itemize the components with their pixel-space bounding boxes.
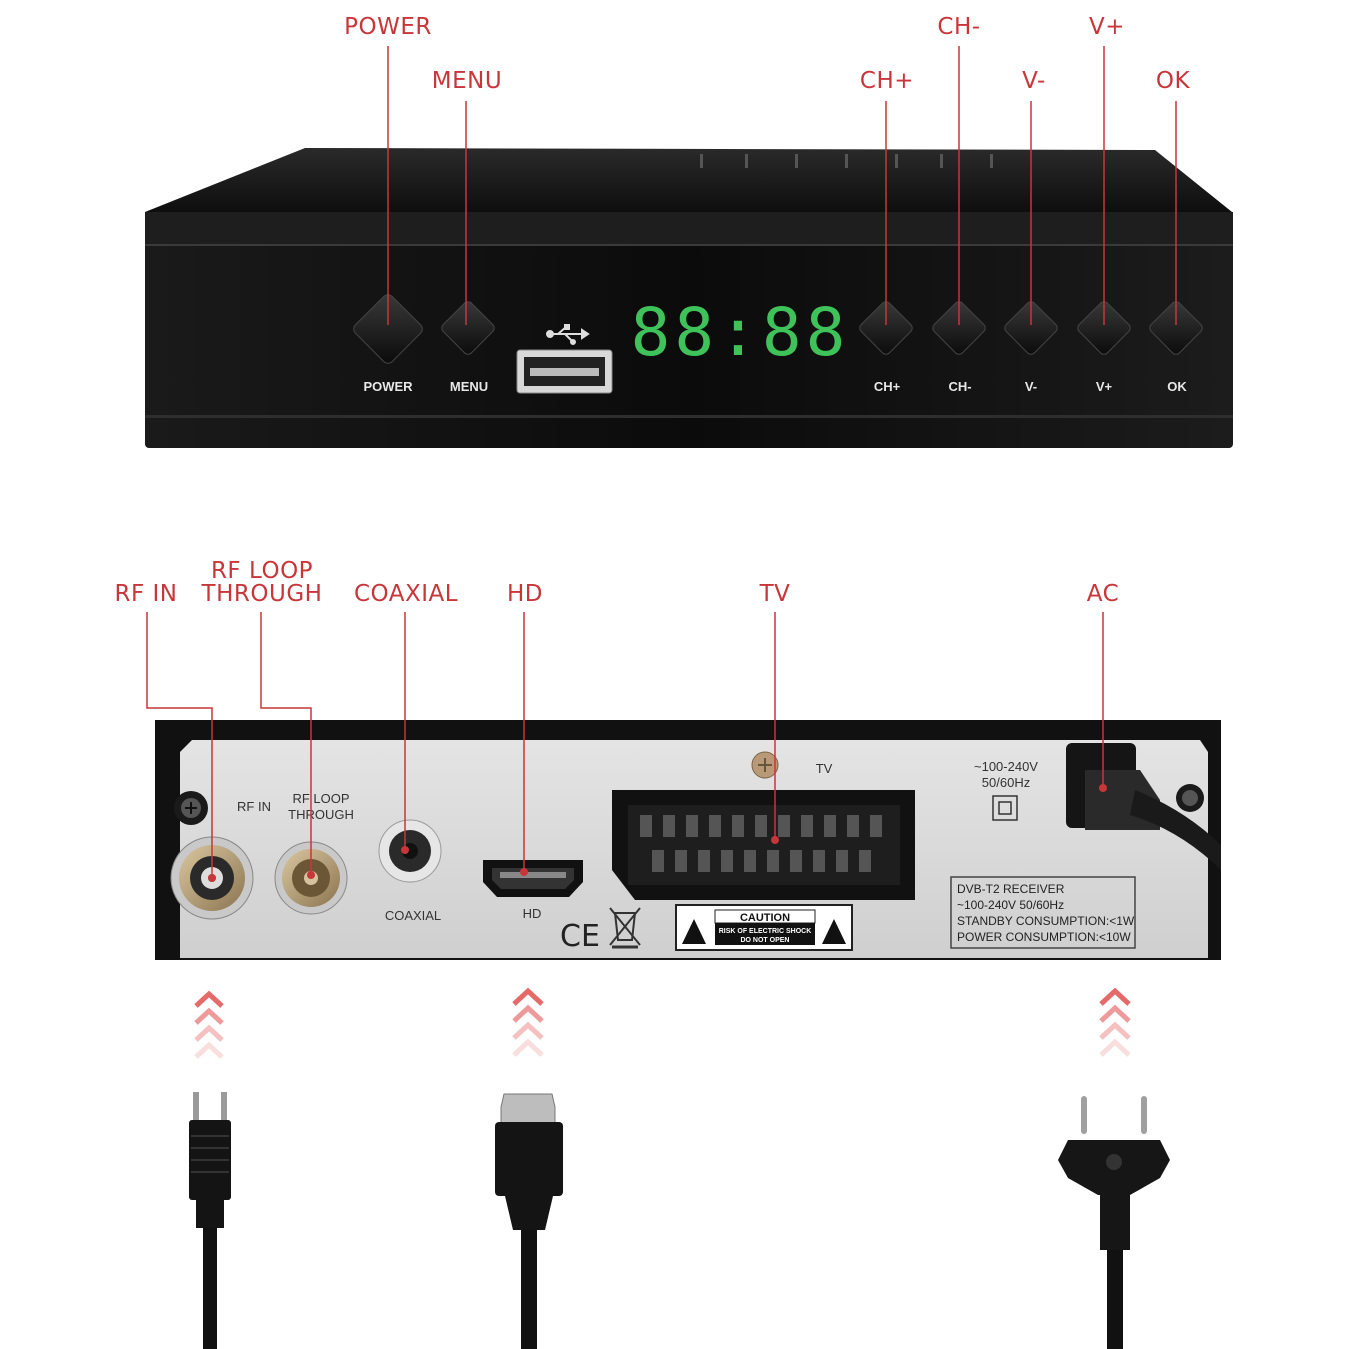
callout-menu: MENU xyxy=(431,68,503,94)
ch-minus-button[interactable] xyxy=(931,300,988,357)
v-minus-button[interactable] xyxy=(1003,300,1060,357)
power-cable xyxy=(1058,1096,1170,1349)
callout-rf-loop-line1: RF LOOP xyxy=(210,558,314,584)
ok-button[interactable] xyxy=(1148,300,1205,357)
scart-port[interactable] xyxy=(612,790,915,900)
caution-label: CAUTION RISK OF ELECTRIC SHOCK DO NOT OP… xyxy=(675,904,853,951)
ce-mark: CE xyxy=(560,919,600,954)
panel-label-tv: TV xyxy=(816,761,833,776)
callout-tv: TV xyxy=(759,581,791,607)
hdmi-cable xyxy=(495,1093,563,1349)
callout-ch-minus: CH- xyxy=(937,14,981,40)
panel-label-voltage-2: 50/60Hz xyxy=(982,775,1030,790)
usb-port[interactable] xyxy=(516,349,613,394)
rear-leader-lines xyxy=(146,612,1104,878)
panel-label-rf-in: RF IN xyxy=(237,799,271,814)
panel-label-coaxial: COAXIAL xyxy=(385,908,441,923)
callout-coaxial: COAXIAL xyxy=(353,581,459,607)
spec-line-3: STANDBY CONSUMPTION:<1W xyxy=(957,914,1135,928)
spec-line-1: DVB-T2 RECEIVER xyxy=(957,882,1065,896)
callout-v-minus: V- xyxy=(1022,68,1046,94)
led-display: 88:88 xyxy=(631,294,850,371)
v-plus-button[interactable] xyxy=(1076,300,1133,357)
callout-ch-plus: CH+ xyxy=(859,68,915,94)
power-button[interactable] xyxy=(351,292,425,366)
panel-label-ch-plus: CH+ xyxy=(874,379,901,394)
usb-icon xyxy=(546,324,590,345)
hdmi-port[interactable] xyxy=(483,860,583,897)
leader-dots xyxy=(208,784,1107,882)
screw-left xyxy=(174,791,208,825)
up-arrows-hd xyxy=(512,987,544,1057)
callout-rf-loop-line2: THROUGH xyxy=(201,581,323,607)
panel-label-v-minus: V- xyxy=(1025,379,1037,394)
callout-v-plus: V+ xyxy=(1088,14,1126,40)
caution-line1: RISK OF ELECTRIC SHOCK xyxy=(719,928,812,935)
panel-label-hd: HD xyxy=(523,906,542,921)
screw-top xyxy=(751,751,779,779)
up-arrows-rf xyxy=(194,990,224,1059)
callout-ac: AC xyxy=(1086,581,1120,607)
spec-line-4: POWER CONSUMPTION:<10W xyxy=(957,930,1131,944)
callout-rf-in: RF IN xyxy=(114,581,178,607)
callout-hd: HD xyxy=(506,581,544,607)
screw-right xyxy=(1176,784,1204,812)
front-device: 88:88 POWER MENU CH+ CH- V- V+ OK xyxy=(145,148,1233,448)
callout-power: POWER xyxy=(344,14,432,40)
callout-ok: OK xyxy=(1155,68,1191,94)
up-arrows-ac xyxy=(1099,987,1131,1057)
spec-line-2: ~100-240V 50/60Hz xyxy=(957,898,1064,912)
panel-label-power: POWER xyxy=(363,379,413,394)
panel-label-ok: OK xyxy=(1167,379,1187,394)
panel-label-v-plus: V+ xyxy=(1096,379,1113,394)
weee-bin-icon xyxy=(609,907,641,949)
caution-line2: DO NOT OPEN xyxy=(740,937,789,944)
ch-plus-button[interactable] xyxy=(858,300,915,357)
front-leader-lines xyxy=(387,46,1177,325)
panel-label-ch-minus: CH- xyxy=(948,379,971,394)
menu-button[interactable] xyxy=(440,300,497,357)
spec-box: DVB-T2 RECEIVER ~100-240V 50/60Hz STANDB… xyxy=(950,876,1136,949)
rf-cable xyxy=(189,1092,231,1349)
panel-label-menu: MENU xyxy=(450,379,488,394)
panel-label-rf-loop-2: THROUGH xyxy=(288,807,354,822)
double-insulation-icon xyxy=(992,795,1018,821)
caution-title: CAUTION xyxy=(740,912,790,924)
rear-device: CE CAUTION RISK OF ELECTRIC SHOCK DO NOT… xyxy=(155,720,1221,960)
panel-label-voltage-1: ~100-240V xyxy=(974,759,1038,774)
panel-label-rf-loop-1: RF LOOP xyxy=(292,791,349,806)
coaxial-connector[interactable] xyxy=(378,819,442,883)
